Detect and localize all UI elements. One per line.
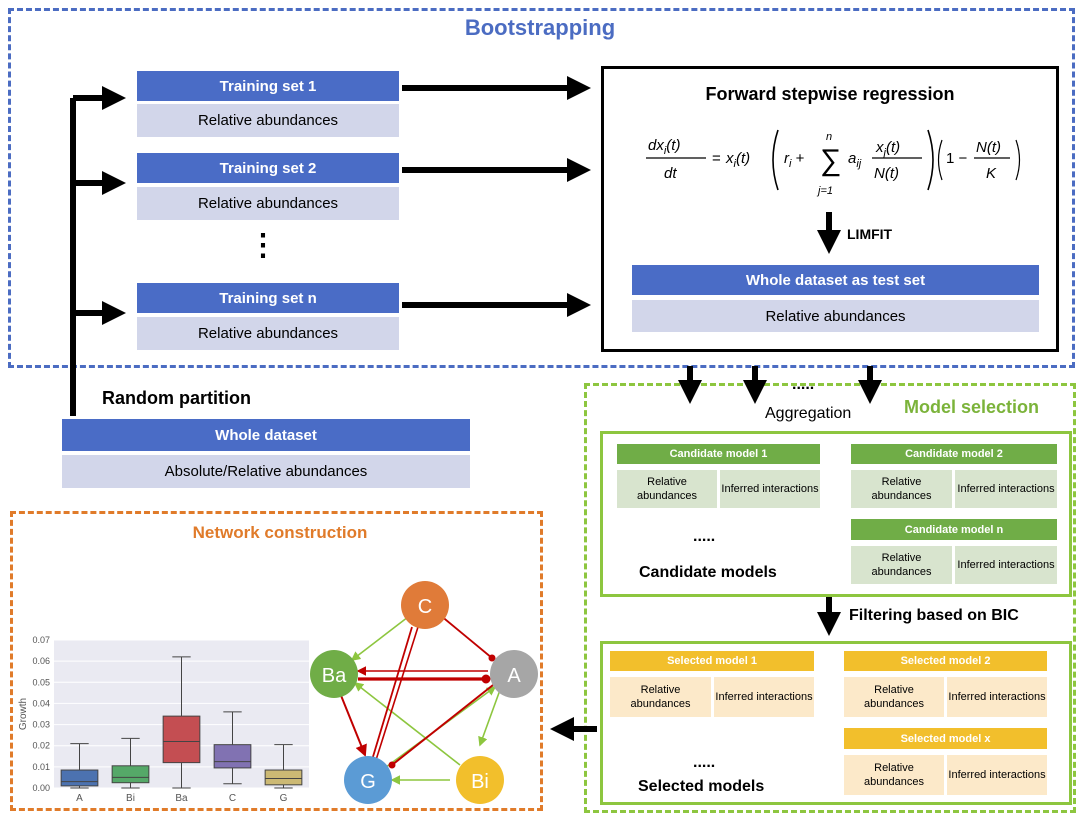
filter-label: Filtering based on BIC bbox=[849, 607, 1019, 624]
y-tick-label: 0.00 bbox=[32, 783, 50, 793]
selected-model-x-abundances: Relative abundances bbox=[844, 755, 944, 795]
model-selection-title: Model selection bbox=[904, 397, 1040, 417]
test-set-sub: Relative abundances bbox=[632, 300, 1039, 332]
node-bi: Bi bbox=[456, 756, 504, 804]
svg-text:C: C bbox=[418, 596, 432, 618]
node-a: A bbox=[490, 650, 538, 698]
svg-text:N(t): N(t) bbox=[874, 165, 899, 182]
svg-text:xj(t): xj(t) bbox=[875, 139, 900, 159]
box-bi bbox=[111, 765, 150, 784]
svg-text:ri +: ri + bbox=[784, 150, 805, 170]
training-set-ellipsis: ⋮ bbox=[248, 229, 278, 262]
svg-text:N(t): N(t) bbox=[976, 139, 1001, 156]
random-partition-label: Random partition bbox=[102, 388, 251, 408]
candidate-dots: ..... bbox=[693, 528, 716, 545]
svg-text:n: n bbox=[826, 131, 832, 143]
selected-model-1-header: Selected model 1 bbox=[610, 651, 814, 671]
training-set-n-header: Training set n bbox=[137, 283, 399, 313]
svg-text:∑: ∑ bbox=[820, 144, 841, 177]
y-tick-label: 0.01 bbox=[32, 762, 50, 772]
box-a bbox=[60, 769, 99, 787]
selected-model-1-interactions: Inferred interactions bbox=[714, 677, 814, 717]
training-set-1-header: Training set 1 bbox=[137, 71, 399, 101]
svg-text:xi(t): xi(t) bbox=[725, 150, 750, 170]
test-set-header: Whole dataset as test set bbox=[632, 265, 1039, 295]
svg-text:Bi: Bi bbox=[471, 771, 489, 793]
network-region bbox=[10, 511, 543, 811]
svg-text:dt: dt bbox=[664, 165, 677, 182]
y-tick-label: 0.06 bbox=[32, 656, 50, 666]
y-tick-label: 0.04 bbox=[32, 698, 50, 708]
y-tick-label: 0.07 bbox=[32, 635, 50, 645]
candidate-model-1-header: Candidate model 1 bbox=[617, 444, 820, 464]
svg-text:aij: aij bbox=[848, 150, 862, 170]
svg-text:1 −: 1 − bbox=[946, 150, 968, 167]
aggregation-dots: ..... bbox=[792, 376, 815, 393]
x-tick-label: Bi bbox=[126, 793, 135, 804]
selected-model-x-interactions: Inferred interactions bbox=[947, 755, 1047, 795]
box-ba bbox=[162, 715, 201, 764]
regression-title: Forward stepwise regression bbox=[705, 84, 955, 104]
candidate-model-n-interactions: Inferred interactions bbox=[955, 546, 1057, 584]
svg-text:G: G bbox=[360, 771, 376, 793]
selected-model-2-abundances: Relative abundances bbox=[844, 677, 944, 717]
svg-text:j=1: j=1 bbox=[816, 185, 833, 197]
selected-caption: Selected models bbox=[638, 778, 765, 795]
limfit-label: LIMFIT bbox=[847, 226, 893, 242]
x-tick-label: A bbox=[76, 793, 83, 804]
selected-dots: ..... bbox=[693, 754, 716, 771]
bootstrapping-region bbox=[8, 8, 1075, 368]
selected-model-x-header: Selected model x bbox=[844, 728, 1047, 749]
svg-text:=: = bbox=[712, 150, 721, 167]
whole-dataset-header: Whole dataset bbox=[62, 419, 470, 451]
y-tick-label: 0.03 bbox=[32, 720, 50, 730]
bootstrapping-title: Bootstrapping bbox=[464, 15, 616, 40]
candidate-model-2-header: Candidate model 2 bbox=[851, 444, 1057, 464]
candidate-model-1-interactions: Inferred interactions bbox=[720, 470, 820, 508]
candidate-model-n-abundances: Relative abundances bbox=[851, 546, 952, 584]
node-g: G bbox=[344, 756, 392, 804]
selected-model-1-abundances: Relative abundances bbox=[610, 677, 711, 717]
model-selection-region bbox=[584, 383, 1076, 813]
selected-model-2-header: Selected model 2 bbox=[844, 651, 1047, 671]
box-g bbox=[264, 769, 303, 786]
candidate-model-2-abundances: Relative abundances bbox=[851, 470, 952, 508]
node-c: C bbox=[401, 581, 449, 629]
node-ba: Ba bbox=[310, 650, 358, 698]
svg-text:K: K bbox=[986, 165, 997, 182]
svg-text:dxi(t): dxi(t) bbox=[648, 137, 680, 157]
training-set-2-header: Training set 2 bbox=[137, 153, 399, 183]
y-axis-label: Growth bbox=[18, 698, 29, 730]
glv-equation: dxi(t) dt = xi(t) ri + ∑ n j=1 aij xj(t)… bbox=[646, 129, 1021, 197]
training-set-n-sub: Relative abundances bbox=[137, 317, 399, 350]
x-tick-label: Ba bbox=[175, 793, 188, 804]
candidate-model-1-abundances: Relative abundances bbox=[617, 470, 717, 508]
y-tick-label: 0.02 bbox=[32, 741, 50, 751]
whole-dataset-sub: Absolute/Relative abundances bbox=[62, 455, 470, 488]
training-set-2-sub: Relative abundances bbox=[137, 187, 399, 220]
network-graph: C A Ba G Bi bbox=[310, 581, 538, 804]
x-tick-label: G bbox=[280, 793, 288, 804]
selected-model-2-interactions: Inferred interactions bbox=[947, 677, 1047, 717]
candidate-model-n-header: Candidate model n bbox=[851, 519, 1057, 540]
candidate-model-2-interactions: Inferred interactions bbox=[955, 470, 1057, 508]
box-c bbox=[213, 744, 252, 769]
svg-text:Ba: Ba bbox=[322, 665, 347, 687]
aggregation-label: Aggregation bbox=[765, 405, 852, 422]
training-set-1-sub: Relative abundances bbox=[137, 104, 399, 137]
candidate-caption: Candidate models bbox=[639, 564, 777, 581]
y-tick-label: 0.05 bbox=[32, 677, 50, 687]
x-tick-label: C bbox=[229, 793, 236, 804]
svg-text:A: A bbox=[507, 665, 521, 687]
network-title: Network construction bbox=[192, 523, 368, 542]
